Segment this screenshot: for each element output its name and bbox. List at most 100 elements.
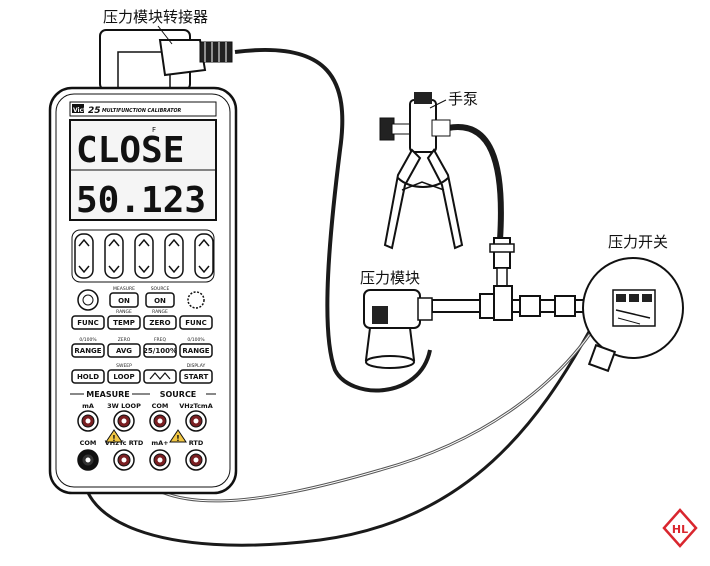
arrow-up-icon[interactable] [198,238,210,247]
function-key[interactable]: SWEEP LOOP [107,363,141,384]
arrow-key-group [74,233,214,279]
input-jack[interactable] [113,449,135,471]
input-jack[interactable] [149,410,171,432]
button-label: RANGE [182,347,209,355]
test-lead-grey-outline [124,324,597,502]
arrow-down-icon[interactable] [138,265,150,274]
arrow-down-icon[interactable] [78,265,90,274]
input-jack[interactable] [77,449,99,471]
input-jack[interactable] [113,410,135,432]
arrow-key-pair[interactable] [194,233,214,279]
function-key[interactable]: FUNC [179,315,213,330]
measure-label: MEASURE [86,390,130,399]
terminal-label-vhz: VHzTc RTD [105,439,144,447]
terminal-label-com: COM [80,439,97,447]
button-caption: RANGE [152,309,168,315]
ramp-icon [149,372,171,380]
arrow-up-icon[interactable] [108,238,120,247]
input-jack[interactable] [149,449,171,471]
button-caption: DISPLAY [187,363,206,369]
button-label: LOOP [113,373,134,381]
hand-pump-hose [447,124,504,241]
gear-icon[interactable] [187,291,205,309]
test-lead-black [81,329,592,547]
terminal-label-ma: mA [82,402,94,410]
button-caption: SOURCE [151,286,170,292]
button-caption: RANGE [116,309,132,315]
arrow-up-icon[interactable] [78,238,90,247]
brand-text: Victor [73,107,93,114]
function-key[interactable]: HOLD [71,369,105,384]
button-label: ON [154,297,166,305]
arrow-key-pair[interactable] [104,233,124,279]
terminal-label-ma-source: mA+ [151,439,168,447]
button-label: START [184,373,209,381]
arrow-key-pair[interactable] [164,233,184,279]
input-jack[interactable] [77,410,99,432]
button-label: ZERO [149,319,170,327]
logo-text: HL [672,523,688,536]
lcd-indicator: F [152,126,156,134]
function-key[interactable]: FREQ 25/100% [143,337,177,358]
warning-icon-mark: ! [112,434,116,443]
arrow-down-icon[interactable] [198,265,210,274]
button-label: ON [118,297,130,305]
device-subtitle: MULTIFUNCTION CALIBRATOR [102,108,182,114]
button-caption: FREQ [154,337,167,343]
input-jack[interactable] [185,410,207,432]
terminal-label-v-source: VHzTcmA [179,402,212,410]
function-key[interactable]: FUNC [71,315,105,330]
pressure-module [363,289,433,369]
button-label: RANGE [74,347,101,355]
adapter-leader-line [157,25,173,45]
button-label: 25/100% [143,347,177,355]
warning-icon [105,429,123,443]
button-caption: ZERO [118,337,131,343]
function-key[interactable]: DISPLAY START [179,363,213,384]
model-number: 25 [88,106,101,116]
adapter-cable [234,47,432,393]
power-button[interactable] [77,289,99,311]
terminal-label-rtd: RTD [189,439,204,447]
terminal-label-3w: 3W LOOP [107,402,141,410]
function-key[interactable]: RANGE ZERO [143,309,177,330]
source-label: SOURCE [160,390,197,399]
arrow-key-pair[interactable] [74,233,94,279]
function-key[interactable]: 0/100% RANGE [71,337,105,358]
on-button[interactable]: SOURCE ON [145,286,175,308]
lcd-top-readout: CLOSE [76,130,184,171]
function-key[interactable]: 0/100% RANGE [179,337,213,358]
function-buttons: MEASURE ON SOURCE ON FUNC RANGE TEMP RANGE ZERO F… [71,286,213,384]
button-label: FUNC [185,319,206,327]
input-jack[interactable] [185,449,207,471]
arrow-up-icon[interactable] [168,238,180,247]
button-caption: 0/100% [79,337,97,343]
calibrator: Victor 25 MULTIFUNCTION CALIBRATOR CLOSE… [48,86,238,495]
arrow-down-icon[interactable] [168,265,180,274]
pressure-switch-label: 压力开关 [608,233,668,251]
button-caption: SWEEP [116,363,132,369]
pressure-switch [582,257,684,373]
pressure-module-label: 压力模块 [360,269,420,287]
warning-icon-source [169,429,187,443]
button-label: TEMP [113,319,135,327]
button-label: FUNC [77,319,98,327]
button-caption: 0/100% [187,337,205,343]
lcd-bottom-readout: 50.123 [76,180,206,221]
hand-pump-label: 手泵 [448,90,478,108]
arrow-key-pair[interactable] [134,233,154,279]
adapter-label: 压力模块转接器 [103,8,208,26]
terminal-label-com-source: COM [152,402,169,410]
on-button[interactable]: MEASURE ON [109,286,139,308]
function-key[interactable]: RANGE TEMP [107,309,141,330]
arrow-down-icon[interactable] [108,265,120,274]
function-key[interactable] [143,369,177,384]
hand-pump-leader [429,99,447,109]
button-caption: MEASURE [113,286,135,292]
button-label: HOLD [77,373,99,381]
warning-icon-source-mark: ! [176,434,180,443]
arrow-up-icon[interactable] [138,238,150,247]
